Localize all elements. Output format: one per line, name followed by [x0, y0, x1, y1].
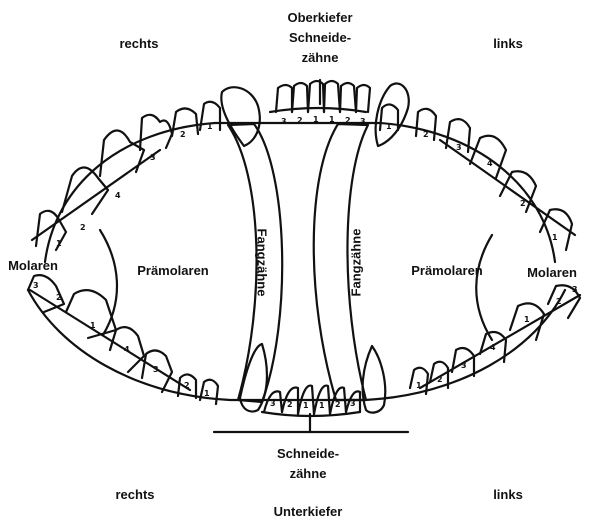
tooth-number: 4: [490, 343, 496, 352]
tooth-number: 3: [150, 153, 156, 162]
tooth-number: 1: [56, 239, 62, 248]
tooth-number: 1: [416, 381, 422, 390]
tooth-number: 1: [303, 401, 309, 410]
upper-incisors-teeth: [276, 81, 370, 112]
tooth-number: 4: [115, 191, 121, 200]
premolar-boundary-right: [476, 235, 492, 340]
left-bottom-label: links: [478, 487, 538, 503]
left-top-label: links: [478, 36, 538, 52]
upper-left-row-line: [32, 150, 160, 240]
tooth-number: 2: [56, 293, 62, 302]
lower-canine-crown-right: [363, 346, 386, 413]
upper-incisors-label-line2: zähne: [274, 50, 366, 66]
lower-incisors-label-line1: Schneide-: [262, 446, 354, 462]
tooth-number: 3: [456, 143, 462, 152]
lower-jaw-label: Unterkiefer: [258, 504, 358, 520]
tooth-number: 3: [461, 361, 467, 370]
tooth-number: 2: [335, 400, 341, 409]
tooth-number: 1: [313, 115, 319, 124]
tooth-number: 2: [80, 223, 86, 232]
tooth-number: 3: [350, 399, 356, 408]
tooth-number: 2: [184, 381, 190, 390]
upper-incisor-arc: [270, 108, 366, 112]
tooth-number: 4: [124, 345, 130, 354]
tooth-number: 2: [556, 297, 562, 306]
premolar-boundary-left: [100, 230, 117, 335]
lower-incisors-label-line2: zähne: [262, 466, 354, 482]
tooth-number: 3: [281, 117, 287, 126]
tooth-number: 1: [204, 389, 210, 398]
tooth-number: 2: [437, 375, 443, 384]
tooth-number: 2: [180, 130, 186, 139]
tooth-number: 1: [207, 122, 213, 131]
premolars-label-left-side: Prämolaren: [118, 263, 228, 279]
tooth-number: 2: [297, 116, 303, 125]
tooth-number: 2: [423, 130, 429, 139]
upper-right-row-line: [440, 140, 575, 235]
tooth-number: 2: [345, 116, 351, 125]
molars-label-right-side: Molaren: [512, 265, 592, 281]
upper-canine-crown-left: [221, 87, 260, 146]
tooth-number: 3: [360, 117, 366, 126]
canines-label-left: Fangzähne: [255, 218, 270, 308]
tooth-number: 2: [520, 199, 526, 208]
lower-left-row-line: [30, 290, 190, 390]
tooth-number: 1: [524, 315, 530, 324]
tooth-number: 3: [153, 365, 159, 374]
upper-incisors-label-line1: Schneide-: [274, 30, 366, 46]
tooth-number: 3: [572, 285, 578, 294]
right-top-label: rechts: [104, 36, 174, 52]
tooth-number: 2: [287, 400, 293, 409]
lower-right-row-line: [420, 295, 580, 388]
tooth-number: 1: [552, 233, 558, 242]
tooth-number: 3: [270, 399, 276, 408]
tooth-number: 1: [319, 401, 325, 410]
tooth-number: 1: [90, 321, 96, 330]
tooth-number: 1: [329, 115, 335, 124]
lower-right-cheek-teeth: [410, 285, 580, 394]
canines-label-right: Fangzähne: [349, 218, 364, 308]
molars-label-left-side: Molaren: [2, 258, 64, 274]
premolars-label-right-side: Prämolaren: [392, 263, 502, 279]
right-bottom-label: rechts: [100, 487, 170, 503]
upper-left-cheek-teeth: [36, 102, 220, 250]
tooth-number: 3: [33, 281, 39, 290]
tooth-number: 1: [386, 122, 392, 131]
tooth-number: 4: [487, 159, 493, 168]
upper-jaw-label: Oberkiefer: [274, 10, 366, 26]
